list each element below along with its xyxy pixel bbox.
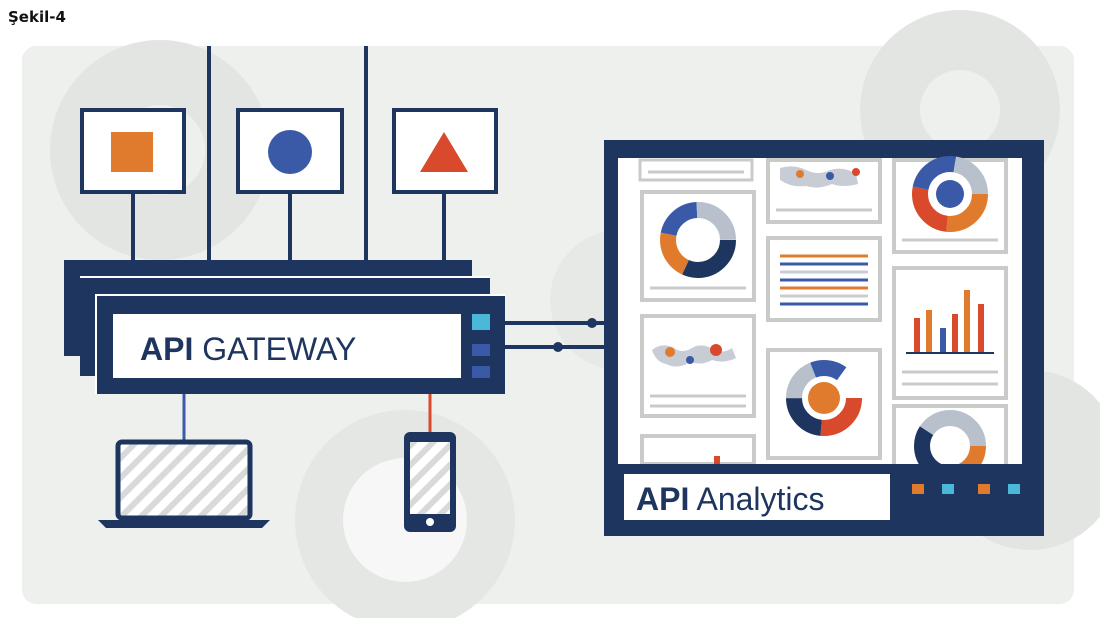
donut-chart-card bbox=[640, 190, 756, 302]
donut-chart-card bbox=[766, 348, 882, 460]
connector-node bbox=[553, 342, 563, 352]
figure-caption: Şekil-4 bbox=[8, 8, 66, 26]
map-card bbox=[640, 314, 756, 418]
phone-icon bbox=[404, 432, 456, 532]
service-box-2 bbox=[236, 108, 344, 194]
api-analytics-panel: API Analytics bbox=[604, 140, 1044, 536]
indicator-light bbox=[978, 484, 990, 494]
circle-icon bbox=[268, 130, 312, 174]
service-box-3 bbox=[392, 108, 498, 194]
dashboard-card bbox=[640, 434, 756, 466]
service-box-1 bbox=[80, 108, 186, 194]
donut-chart-card bbox=[892, 156, 1008, 254]
upstream-lines bbox=[131, 46, 446, 262]
indicator-light bbox=[942, 484, 954, 494]
triangle-icon bbox=[420, 132, 468, 172]
square-icon bbox=[111, 132, 153, 172]
donut-chart-card bbox=[892, 404, 1008, 482]
dashboard-card bbox=[638, 158, 754, 182]
map-card bbox=[766, 158, 882, 224]
indicator-light bbox=[1008, 484, 1020, 494]
port-indicator bbox=[472, 344, 490, 356]
indicator-light bbox=[912, 484, 924, 494]
gateway-label: API GATEWAY bbox=[140, 331, 356, 367]
laptop-icon bbox=[98, 439, 270, 528]
api-gateway: API GATEWAY bbox=[64, 260, 505, 394]
port-indicator bbox=[472, 314, 490, 330]
analytics-label-box bbox=[624, 474, 890, 520]
connector-node bbox=[587, 318, 597, 328]
bar-chart-card bbox=[892, 266, 1008, 400]
port-indicator bbox=[472, 366, 490, 378]
table-card bbox=[766, 236, 882, 322]
analytics-label: API Analytics bbox=[636, 481, 825, 517]
